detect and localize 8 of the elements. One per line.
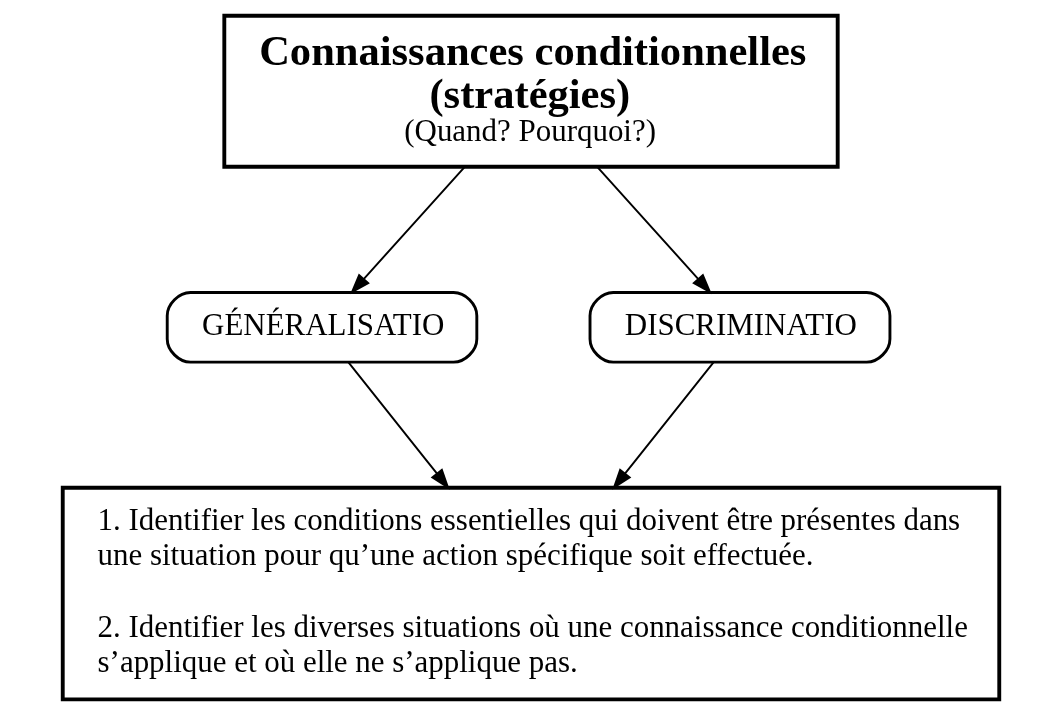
node-box: GÉNÉRALISATIO [165, 291, 478, 364]
node-box: DISCRIMINATIO [588, 291, 891, 364]
arrow [347, 361, 450, 490]
arrow [349, 166, 465, 295]
arrow [596, 166, 712, 295]
node-box: Connaissances conditionnelles (stratégies) (Quand? Pourquoi?) [221, 13, 840, 169]
node-box: 1. Identifier les conditions essentielles qui doivent être présentes dans une situation pour qu’une action spécifique soit effectuée. 2. Identifier les diverses situations où une connaissance conditionnelle s’applique et où elle ne s’applique pas. [60, 485, 1001, 702]
arrow [611, 361, 714, 490]
